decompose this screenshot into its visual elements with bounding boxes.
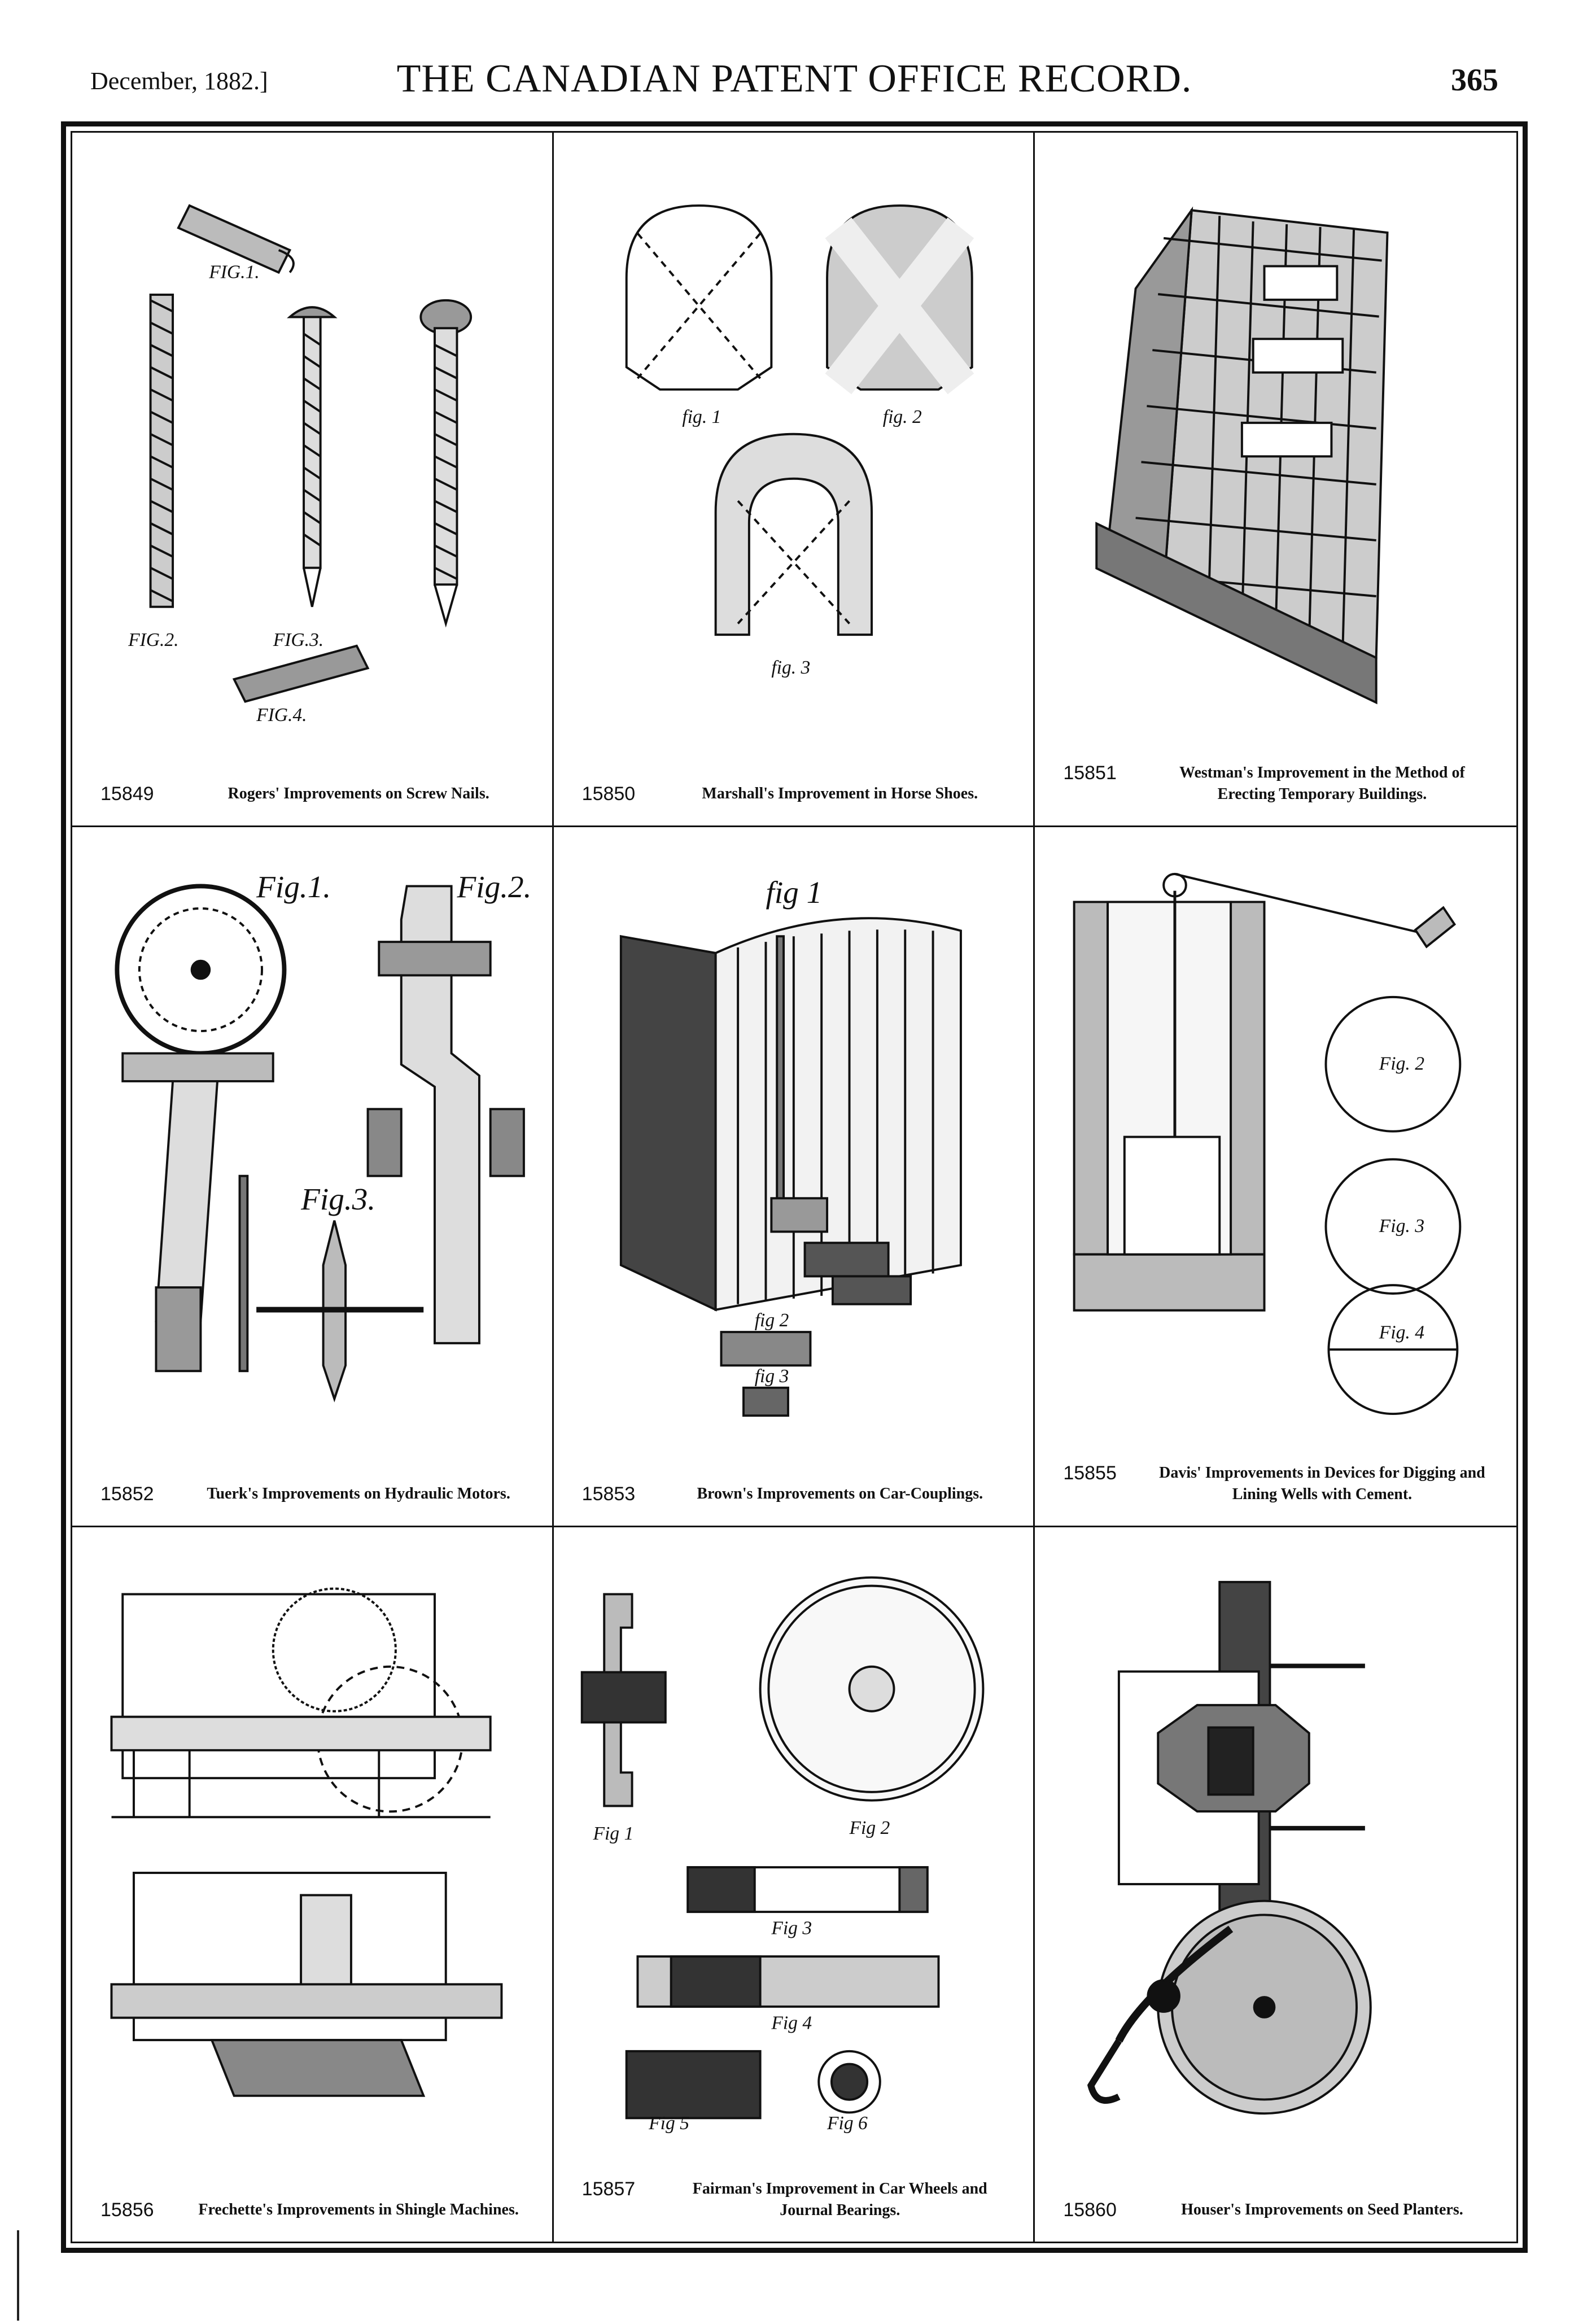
journal-title: THE CANADIAN PATENT OFFICE RECORD. bbox=[396, 57, 1192, 101]
figure-hydraulic-motors: Fig.1. Fig.2. Fig.3. bbox=[89, 844, 535, 1441]
figure-screw-nails: FIG.1. FIG.2. FIG.3. FIG.4. bbox=[89, 150, 535, 741]
patent-caption: 15855 Davis' Improvements in Devices for… bbox=[1063, 1462, 1494, 1505]
car-wheels-drawing: Fig 1 Fig 2 Fig 3 Fig 4 Fig 5 Fig 6 bbox=[580, 1576, 985, 2134]
patent-title: Frechette's Improvements in Shingle Mach… bbox=[198, 2201, 519, 2218]
patent-number: 15851 bbox=[1063, 762, 1117, 784]
well-digging-drawing: Fig. 2 Fig. 3 Fig. 4 bbox=[1073, 872, 1462, 1416]
patent-cell-15856: 15856 Frechette's Improvements in Shingl… bbox=[72, 1527, 554, 2242]
patent-title: Houser's Improvements on Seed Planters. bbox=[1181, 2201, 1463, 2218]
screw-nails-drawing: FIG.1. FIG.2. FIG.3. FIG.4. bbox=[128, 204, 473, 726]
patent-number: 15855 bbox=[1063, 1462, 1117, 1484]
figure-seed-planters bbox=[1052, 1544, 1499, 2157]
patent-grid: FIG.1. FIG.2. FIG.3. FIG.4. 15849 Rogers… bbox=[71, 131, 1518, 2243]
fig5-label: Fig 5 bbox=[648, 2113, 689, 2134]
patent-cell-15850: fig. 1 fig. 2 fig. 3 15850 Marshall's Im… bbox=[553, 133, 1035, 827]
patent-caption: 15856 Frechette's Improvements in Shingl… bbox=[100, 2199, 530, 2221]
fig2-label: fig 2 bbox=[754, 1310, 789, 1331]
patent-cell-15855: Fig. 2 Fig. 3 Fig. 4 15855 Davis' Improv… bbox=[1035, 827, 1516, 1527]
fig1-label: Fig.1. bbox=[256, 870, 331, 904]
patent-title: Davis' Improvements in Devices for Diggi… bbox=[1159, 1464, 1485, 1504]
patent-cell-15851: 15851 Westman's Improvement in the Metho… bbox=[1035, 133, 1516, 827]
fig2-label: FIG.2. bbox=[128, 630, 178, 650]
patent-cell-15860: 15860 Houser's Improvements on Seed Plan… bbox=[1035, 1527, 1516, 2242]
temporary-building-drawing bbox=[1095, 206, 1389, 705]
fig4-label: FIG.4. bbox=[256, 705, 307, 726]
patent-title: Westman's Improvement in the Method of E… bbox=[1179, 764, 1465, 803]
patent-caption: 15860 Houser's Improvements on Seed Plan… bbox=[1063, 2199, 1494, 2221]
figure-horse-shoes: fig. 1 fig. 2 fig. 3 bbox=[571, 150, 1017, 741]
fig3-label: Fig.3. bbox=[300, 1182, 375, 1216]
patent-number: 15849 bbox=[100, 783, 154, 805]
patent-caption: 15849 Rogers' Improvements on Screw Nail… bbox=[100, 783, 530, 805]
patent-title: Marshall's Improvement in Horse Shoes. bbox=[702, 785, 978, 802]
patent-number: 15853 bbox=[581, 1483, 636, 1505]
patent-number: 15850 bbox=[581, 783, 636, 805]
margin-mark bbox=[17, 2230, 19, 2321]
patent-number: 15857 bbox=[581, 2178, 636, 2200]
fig4-label: Fig. 4 bbox=[1379, 1322, 1425, 1343]
figure-temporary-building bbox=[1052, 150, 1499, 741]
figure-shingle-machines bbox=[89, 1544, 535, 2157]
horse-shoes-drawing: fig. 1 fig. 2 fig. 3 bbox=[625, 204, 974, 678]
screw-nail-fig3 bbox=[287, 306, 338, 608]
figure-car-couplings: fig 1 fig 2 fig 3 bbox=[571, 844, 1017, 1441]
patent-number: 15860 bbox=[1063, 2199, 1117, 2221]
patent-plate-frame: FIG.1. FIG.2. FIG.3. FIG.4. 15849 Rogers… bbox=[61, 121, 1528, 2253]
fig2-label: fig. 2 bbox=[882, 407, 921, 427]
seed-planters-drawing bbox=[1087, 1580, 1372, 2115]
fig3-label: FIG.3. bbox=[273, 630, 323, 650]
fig2-label: Fig.2. bbox=[456, 870, 531, 904]
fig2-label: Fig. 2 bbox=[1379, 1054, 1425, 1074]
fig3-label: Fig. 3 bbox=[1379, 1216, 1424, 1237]
fig3-label: fig. 3 bbox=[771, 657, 810, 678]
patent-number: 15852 bbox=[100, 1483, 154, 1505]
screw-nail-fig2 bbox=[149, 294, 174, 608]
patent-caption: 15853 Brown's Improvements on Car-Coupli… bbox=[582, 1483, 1011, 1505]
hydraulic-motors-drawing: Fig.1. Fig.2. Fig.3. bbox=[115, 870, 531, 1403]
patent-title: Fairman's Improvement in Car Wheels and … bbox=[692, 2180, 987, 2220]
patent-cell-15852: Fig.1. Fig.2. Fig.3. 15852 Tuerk's Impro… bbox=[72, 827, 554, 1527]
patent-cell-15853: fig 1 fig 2 fig 3 15853 Brown's Improvem… bbox=[553, 827, 1035, 1527]
fig1-label: fig. 1 bbox=[682, 407, 721, 427]
page-header: December, 1882.] THE CANADIAN PATENT OFF… bbox=[90, 56, 1498, 119]
page-number: 365 bbox=[1451, 63, 1498, 98]
patent-cell-15857: Fig 1 Fig 2 Fig 3 Fig 4 Fig 5 Fig 6 1585… bbox=[554, 1527, 1035, 2242]
fig1-label: Fig 1 bbox=[592, 1823, 633, 1844]
figure-car-wheels: Fig 1 Fig 2 Fig 3 Fig 4 Fig 5 Fig 6 bbox=[571, 1544, 1017, 2157]
patent-number: 15856 bbox=[100, 2199, 154, 2221]
fig6-label: Fig 6 bbox=[827, 2113, 868, 2134]
fig3-label: fig 3 bbox=[754, 1366, 789, 1387]
patent-title: Rogers' Improvements on Screw Nails. bbox=[228, 785, 489, 802]
patent-title: Brown's Improvements on Car-Couplings. bbox=[697, 1485, 983, 1502]
issue-date: December, 1882.] bbox=[90, 67, 268, 95]
car-couplings-drawing: fig 1 fig 2 fig 3 bbox=[619, 875, 962, 1417]
patent-cell-15849: FIG.1. FIG.2. FIG.3. FIG.4. 15849 Rogers… bbox=[72, 133, 554, 827]
fig1-label: fig 1 bbox=[766, 875, 822, 910]
shingle-machines-drawing bbox=[110, 1587, 503, 2097]
patent-caption: 15851 Westman's Improvement in the Metho… bbox=[1063, 762, 1494, 805]
figure-well-digging: Fig. 2 Fig. 3 Fig. 4 bbox=[1052, 844, 1499, 1441]
patent-caption: 15852 Tuerk's Improvements on Hydraulic … bbox=[100, 1483, 530, 1505]
patent-title: Tuerk's Improvements on Hydraulic Motors… bbox=[207, 1485, 510, 1502]
fig4-label: Fig 4 bbox=[771, 2012, 812, 2033]
fig2-label: Fig 2 bbox=[849, 1818, 890, 1838]
fig3-label: Fig 3 bbox=[771, 1918, 812, 1939]
patent-caption: 15857 Fairman's Improvement in Car Wheel… bbox=[582, 2178, 1011, 2221]
fig1-label: FIG.1. bbox=[208, 261, 259, 282]
screw-nail-fig3b bbox=[419, 299, 473, 628]
patent-caption: 15850 Marshall's Improvement in Horse Sh… bbox=[582, 783, 1011, 805]
